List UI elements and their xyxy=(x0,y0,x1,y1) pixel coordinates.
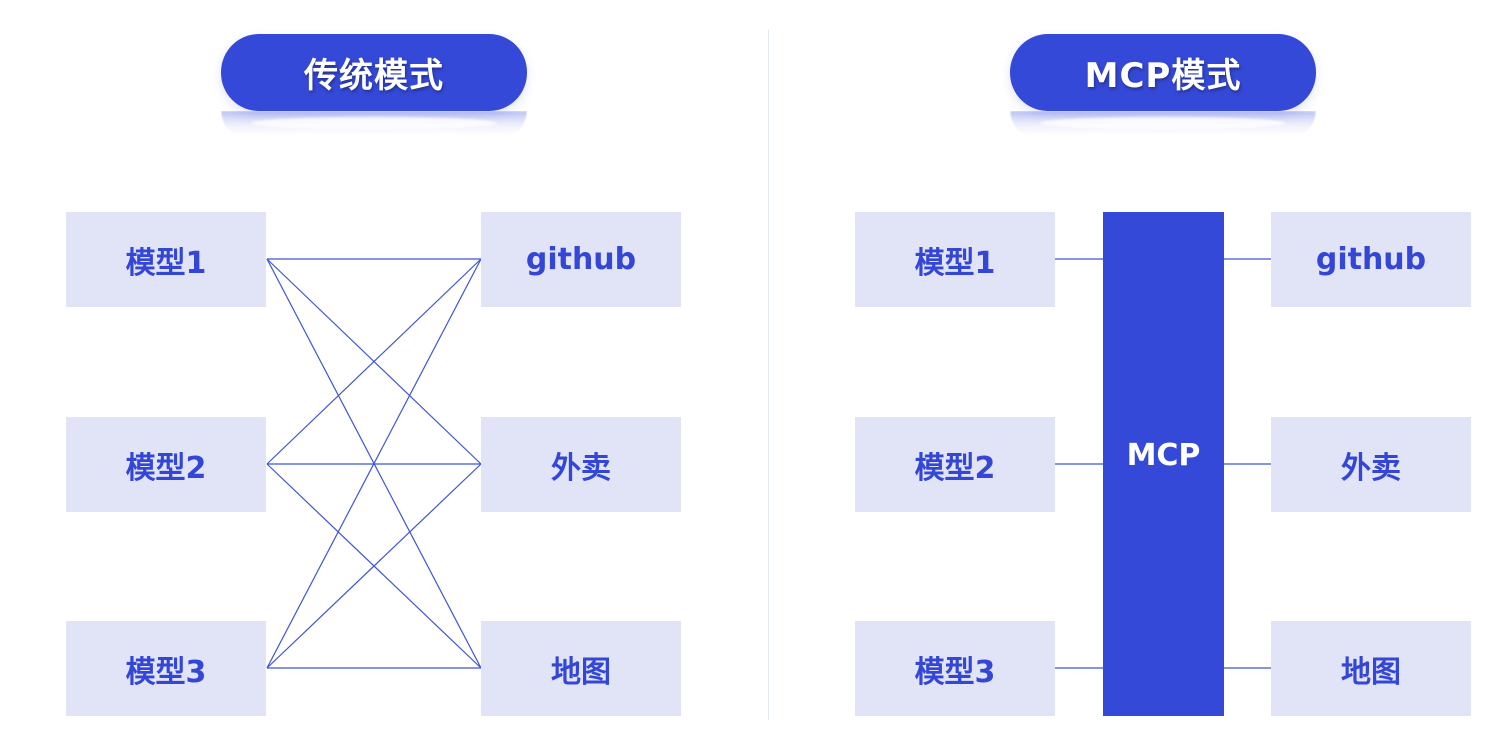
mcp-mode-title-reflection xyxy=(1010,111,1316,139)
right-service-map-box: 地图 xyxy=(1271,621,1471,716)
mcp-hub-label: MCP xyxy=(1126,438,1201,473)
left-model-2-box: 模型2 xyxy=(66,417,266,512)
edge-model1-map xyxy=(266,258,482,669)
mcp-mode-title: MCP模式 xyxy=(1010,34,1316,111)
left-service-map-box: 地图 xyxy=(481,621,681,716)
left-service-waimai-box: 外卖 xyxy=(481,417,681,512)
right-service-waimai-box: 外卖 xyxy=(1271,417,1471,512)
edge-model3-waimai xyxy=(266,463,482,669)
panel-divider xyxy=(768,30,769,720)
traditional-mode-title-reflection xyxy=(221,111,527,139)
left-service-github-box: github xyxy=(481,212,681,307)
right-service-github-box: github xyxy=(1271,212,1471,307)
edge-model2-map xyxy=(266,463,482,669)
left-model-3-box: 模型3 xyxy=(66,621,266,716)
right-model-1-box: 模型1 xyxy=(855,212,1055,307)
right-model-3-box: 模型3 xyxy=(855,621,1055,716)
edge-model1-waimai xyxy=(266,258,482,465)
right-model-2-box: 模型2 xyxy=(855,417,1055,512)
edge-model3-github xyxy=(266,258,482,669)
edge-model2-github xyxy=(266,258,482,465)
mcp-hub-bar: MCP xyxy=(1103,212,1224,716)
left-model-1-box: 模型1 xyxy=(66,212,266,307)
traditional-mode-title: 传统模式 xyxy=(221,34,527,111)
